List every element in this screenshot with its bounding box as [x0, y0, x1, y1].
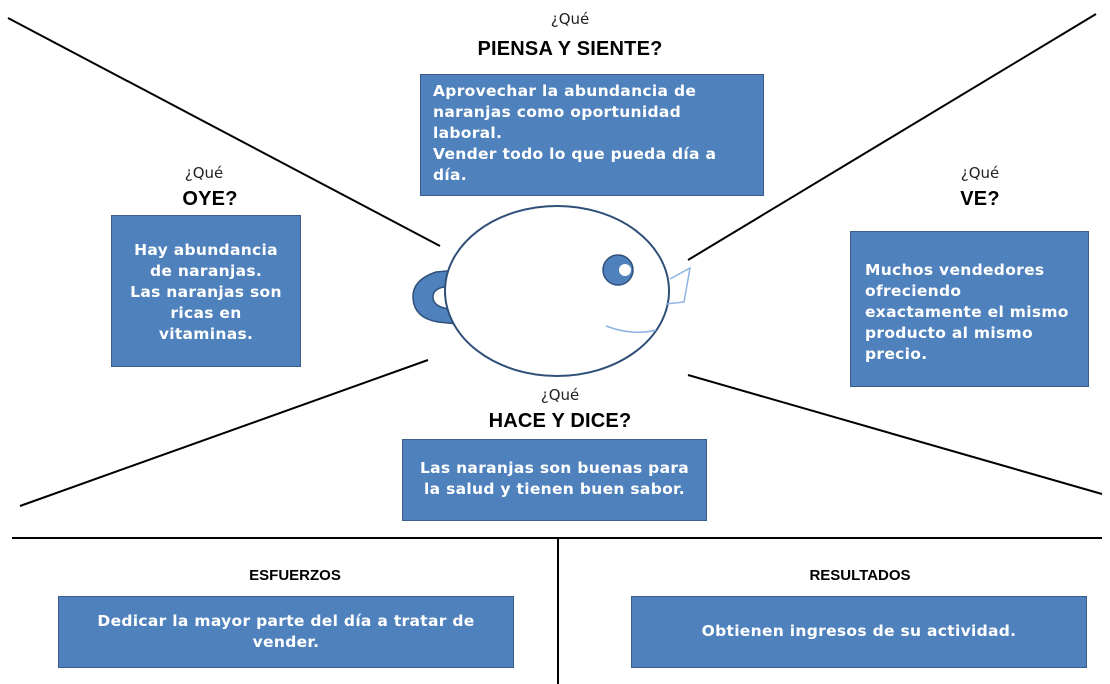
think-question-prefix: ¿Qué — [550, 10, 590, 28]
eye-icon — [602, 254, 634, 286]
see-line: exactamente el mismo — [865, 303, 1069, 321]
hear-line: de naranjas. — [149, 262, 263, 280]
hear-box: Hay abundancia de naranjas. Las naranjas… — [111, 215, 301, 367]
head-circle — [444, 205, 670, 377]
hear-question-prefix: ¿Qué — [184, 164, 224, 182]
see-question-prefix: ¿Qué — [960, 164, 1000, 182]
do-heading: HACE Y DICE? — [488, 410, 632, 432]
divider-line-bottom-left — [19, 359, 429, 507]
think-box: Aprovechar la abundancia de naranjas com… — [420, 74, 764, 196]
hear-line: Las naranjas son — [130, 283, 282, 301]
eye-pupil — [619, 264, 631, 276]
divider-line-top-right — [687, 13, 1097, 261]
do-question-prefix: ¿Qué — [540, 386, 580, 404]
hear-heading: OYE? — [182, 188, 238, 210]
results-line: Obtienen ingresos de su actividad. — [701, 622, 1017, 640]
hear-line: Hay abundancia — [134, 241, 278, 259]
nose-icon — [665, 266, 692, 305]
divider-line-bottom-right — [687, 374, 1103, 495]
hear-line: vitaminas. — [158, 325, 254, 343]
face-icon — [412, 205, 692, 377]
efforts-heading: ESFUERZOS — [249, 567, 341, 584]
see-line: Muchos vendedores — [865, 261, 1045, 279]
think-heading: PIENSA Y SIENTE? — [477, 38, 663, 60]
results-heading: RESULTADOS — [809, 567, 911, 584]
think-line: Aprovechar la abundancia de — [433, 82, 697, 100]
see-box: Muchos vendedores ofreciendo exactamente… — [850, 231, 1089, 387]
see-heading: VE? — [960, 188, 1000, 210]
do-box: Las naranjas son buenas para la salud y … — [402, 439, 707, 521]
divider-line-top-left — [7, 17, 441, 247]
think-line: día. — [433, 166, 467, 184]
efforts-line: vender. — [252, 633, 320, 651]
do-line: Las naranjas son buenas para — [419, 459, 690, 477]
do-line: la salud y tienen buen sabor. — [424, 480, 685, 498]
see-line: producto al mismo — [865, 324, 1033, 342]
think-line: Vender todo lo que pueda día a — [433, 145, 717, 163]
hear-line: ricas en — [170, 304, 242, 322]
mouth-icon — [605, 325, 657, 333]
think-line: laboral. — [433, 124, 503, 142]
see-line: ofreciendo — [865, 282, 962, 300]
results-box: Obtienen ingresos de su actividad. — [631, 596, 1087, 668]
efforts-box: Dedicar la mayor parte del día a tratar … — [58, 596, 514, 668]
think-line: naranjas como oportunidad — [433, 103, 682, 121]
efforts-line: Dedicar la mayor parte del día a tratar … — [97, 612, 475, 630]
see-line: precio. — [865, 345, 928, 363]
